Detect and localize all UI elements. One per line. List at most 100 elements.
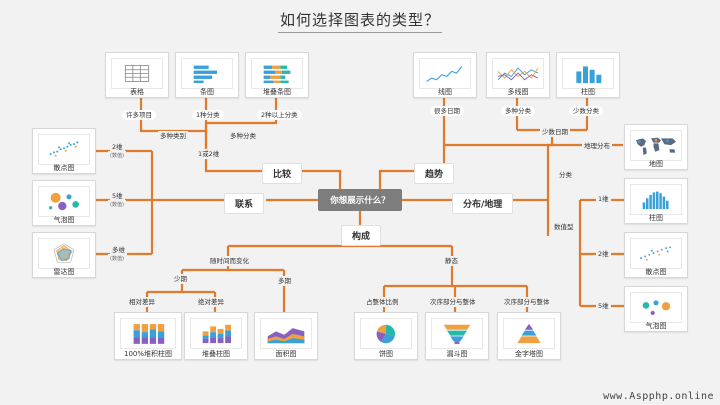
world-map-icon — [636, 137, 676, 156]
pyramid-chart-icon — [517, 323, 541, 344]
multi-line-card[interactable]: 多线图 — [486, 52, 550, 98]
stacked-100-column-icon — [133, 324, 165, 344]
hub-trend[interactable]: 趋势 — [414, 163, 455, 184]
bubble-chart-icon — [642, 300, 671, 315]
tag-share-of-whole: 占整体比例 — [364, 297, 401, 307]
table-thumbnail — [111, 58, 163, 89]
scatter-card[interactable]: 散点图 — [32, 128, 96, 174]
column-right-card[interactable]: 柱图 — [624, 178, 688, 224]
stacked-100-card[interactable]: 100%堆积柱图 — [114, 312, 182, 360]
tag-dim2: 2维 — [596, 249, 611, 259]
bar-thumbnail — [181, 58, 233, 89]
bubble-label: 气泡图 — [53, 216, 75, 224]
tag-five-dim-sub: (数值) — [108, 200, 126, 210]
radar-chart-icon — [53, 243, 75, 263]
tag-few-dates: 少数日期 — [540, 127, 570, 137]
funnel-card[interactable]: 漏斗图 — [425, 312, 489, 360]
title-underline — [278, 32, 442, 33]
stacked-column-card[interactable]: 堆叠柱图 — [184, 312, 248, 360]
watermark: www.Aspphp.online — [603, 391, 714, 402]
hub-relation[interactable]: 联系 — [224, 193, 265, 214]
pie-chart-icon — [376, 324, 396, 344]
multi-line-thumbnail — [492, 58, 544, 89]
column-thumbnail — [562, 58, 614, 89]
tag-few-periods: 少期 — [172, 274, 189, 284]
stacked-column-label: 堆叠柱图 — [202, 350, 230, 358]
scatter-right-thumbnail — [630, 238, 682, 269]
stacked-100-label: 100%堆积柱图 — [123, 350, 172, 358]
tag-many-dates: 很多日期 — [430, 106, 464, 116]
scatter-thumbnail — [38, 134, 90, 165]
area-label: 面积图 — [275, 350, 297, 358]
tag-one-category: 1种分类 — [192, 110, 224, 120]
funnel-label: 漏斗图 — [446, 350, 468, 358]
bar-chart-icon — [193, 65, 217, 84]
tag-sub-of-whole-2: 次序部分与整体 — [502, 297, 552, 307]
column-card[interactable]: 柱图 — [556, 52, 620, 98]
tag-dim1: 1维 — [596, 194, 611, 204]
area-card[interactable]: 面积图 — [254, 312, 318, 360]
tag-data-type: 数值型 — [552, 222, 576, 232]
pyramid-thumbnail — [503, 318, 555, 349]
bubble-card[interactable]: 气泡图 — [32, 180, 96, 226]
tag-category: 分类 — [557, 170, 574, 180]
bar-card[interactable]: 条图 — [175, 52, 239, 98]
scatter-label: 散点图 — [53, 164, 75, 172]
stacked-column-icon — [202, 324, 231, 344]
pie-card[interactable]: 饼图 — [354, 312, 418, 360]
pie-label: 饼图 — [379, 350, 393, 358]
tag-multi-category-left: 多种类别 — [158, 131, 188, 141]
line-card[interactable]: 线图 — [413, 52, 477, 98]
hub-composition[interactable]: 构成 — [341, 225, 382, 246]
tag-sub-of-whole-1: 次序部分与整体 — [428, 297, 478, 307]
line-chart-icon — [426, 66, 463, 82]
column-label: 柱图 — [581, 88, 595, 96]
stacked-bar-label: 堆叠条图 — [263, 88, 291, 96]
map-thumbnail — [630, 130, 682, 161]
tag-five-dim: 5维 — [110, 191, 125, 201]
bubble-right-card[interactable]: 气泡图 — [624, 286, 688, 332]
pyramid-card[interactable]: 金字塔图 — [497, 312, 561, 360]
tag-many-periods: 多期 — [276, 276, 293, 286]
scatter-chart-icon — [49, 141, 79, 157]
radar-card[interactable]: 雷达图 — [32, 232, 96, 278]
stacked-column-thumbnail — [190, 318, 242, 349]
tag-over-time: 随时间而变化 — [208, 256, 251, 266]
scatter-right-card[interactable]: 散点图 — [624, 232, 688, 278]
tag-absolute-diff: 绝对差异 — [196, 297, 226, 307]
hub-distribution[interactable]: 分布/地理 — [452, 193, 514, 214]
tag-two-dim-sub: (数值) — [108, 151, 126, 161]
column-chart-icon — [576, 66, 602, 84]
funnel-chart-icon — [443, 324, 471, 344]
tag-relative-diff: 相对差异 — [127, 297, 157, 307]
funnel-thumbnail — [431, 318, 483, 349]
multi-line-label: 多线图 — [507, 88, 529, 96]
area-thumbnail — [260, 318, 312, 349]
scatter-chart-icon — [640, 246, 672, 261]
column-right-label: 柱图 — [649, 214, 663, 222]
map-card[interactable]: 地图 — [624, 124, 688, 170]
center-question[interactable]: 你想展示什么？ — [318, 189, 402, 211]
tag-static: 静态 — [443, 256, 460, 266]
bubble-right-label: 气泡图 — [645, 322, 667, 330]
bubble-thumbnail — [38, 186, 90, 217]
tag-geo-distribution: 地理分布 — [582, 141, 612, 151]
pie-thumbnail — [360, 318, 412, 349]
hub-compare[interactable]: 比较 — [262, 163, 303, 184]
bubble-chart-icon — [49, 192, 79, 211]
tag-one-or-two: 1或2维 — [196, 149, 222, 159]
stacked-bar-thumbnail — [251, 58, 303, 89]
table-card[interactable]: 表格 — [105, 52, 169, 98]
map-label: 地图 — [649, 160, 663, 168]
tag-many-items: 许多项目 — [122, 110, 156, 120]
stacked-bar-card[interactable]: 堆叠条图 — [245, 52, 309, 98]
pyramid-label: 金字塔图 — [515, 350, 543, 358]
tag-multi-category: 多种分类 — [228, 131, 258, 141]
tag-two-dim: 2维 — [110, 142, 125, 152]
tag-multi-dim-sub: (数值) — [108, 254, 126, 264]
stacked-bar-chart-icon — [263, 65, 291, 84]
area-chart-icon — [267, 328, 305, 344]
line-label: 线图 — [438, 88, 452, 96]
scatter-right-label: 散点图 — [645, 268, 667, 276]
